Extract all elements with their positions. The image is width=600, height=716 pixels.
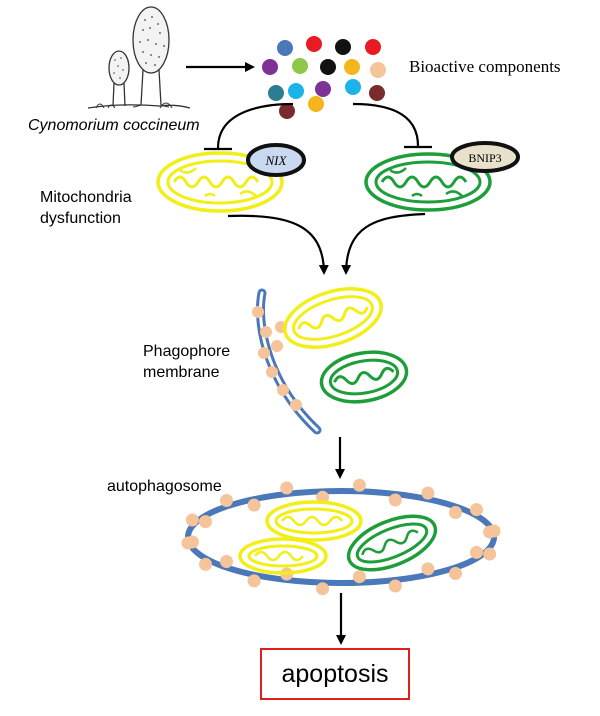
- bioactive-dot: [335, 39, 351, 55]
- bioactive-dot: [345, 79, 361, 95]
- membrane-bead: [260, 326, 272, 338]
- membrane-bead: [277, 384, 289, 396]
- phago-label-line2: membrane: [143, 364, 220, 381]
- membrane-bead: [199, 557, 212, 571]
- bioactive-dot: [279, 103, 295, 119]
- membrane-bead: [470, 503, 483, 517]
- yellow-mitochondrion-phagophore: [283, 287, 383, 349]
- apoptosis-box: apoptosis: [260, 648, 410, 700]
- bioactive-dot: [370, 62, 386, 78]
- phago-label-line1: Phagophore: [143, 343, 231, 360]
- bioactive-components-label: Bioactive components: [409, 57, 561, 76]
- membrane-bead: [470, 545, 483, 559]
- nix-label: NIX: [265, 153, 288, 168]
- yellow-mitochondrion-auto-1: [265, 500, 363, 542]
- membrane-bead: [258, 347, 270, 359]
- bioactive-dot: [292, 58, 308, 74]
- membrane-bead: [449, 506, 462, 519]
- bioactive-dot: [308, 96, 324, 112]
- membrane-bead: [421, 562, 435, 576]
- bnip3-label: BNIP3: [468, 151, 501, 165]
- membrane-bead: [181, 536, 195, 550]
- membrane-bead: [388, 579, 402, 593]
- inhibition-tee-icon: [204, 102, 432, 151]
- mito-label-line2: dysfunction: [40, 210, 121, 227]
- cynomorium-plant-icon: [87, 6, 191, 109]
- membrane-bead: [280, 481, 294, 495]
- yellow-mitochondrion-auto-2: [238, 537, 328, 575]
- apoptosis-label: apoptosis: [281, 659, 389, 688]
- bioactive-dot: [262, 59, 278, 75]
- membrane-bead: [220, 555, 233, 568]
- converging-arrows: [227, 212, 426, 275]
- phagophore-membrane-label: Phagophore membrane: [143, 341, 263, 383]
- membrane-bead: [220, 494, 233, 507]
- bioactive-dot: [369, 85, 385, 101]
- bioactive-components-dots: [262, 36, 386, 119]
- yellow-mitochondrion-top: [156, 151, 284, 213]
- membrane-bead: [247, 574, 261, 588]
- membrane-bead: [449, 567, 462, 580]
- membrane-bead: [199, 515, 212, 529]
- membrane-bead: [483, 525, 497, 539]
- membrane-bead: [352, 570, 366, 584]
- membrane-bead: [271, 340, 283, 352]
- autophagosome-label: autophagosome: [107, 478, 222, 495]
- membrane-bead: [316, 582, 330, 596]
- membrane-bead: [290, 399, 302, 411]
- green-mitochondrion-auto: [346, 514, 438, 572]
- bioactive-dot: [315, 81, 331, 97]
- plant-name-label: Cynomorium coccineum: [28, 117, 200, 134]
- bioactive-dot: [288, 83, 304, 99]
- membrane-bead: [421, 486, 435, 500]
- membrane-bead: [266, 366, 278, 378]
- bioactive-dot: [277, 40, 293, 56]
- mito-label-line1: Mitochondria: [40, 189, 132, 206]
- autophagosome: [181, 478, 501, 596]
- mitochondria-dysfunction-label: Mitochondria dysfunction: [40, 187, 170, 229]
- green-mitochondrion-phagophore: [319, 350, 409, 404]
- bnip3-receptor: [450, 141, 520, 173]
- membrane-bead: [483, 547, 497, 561]
- membrane-bead: [247, 498, 261, 512]
- membrane-bead: [352, 478, 366, 492]
- bioactive-dot: [306, 36, 322, 52]
- green-mitochondrion-top: [364, 152, 492, 212]
- bioactive-dot: [365, 39, 381, 55]
- nix-receptor: [246, 143, 306, 177]
- membrane-bead: [252, 306, 264, 318]
- bioactive-dot: [320, 59, 336, 75]
- bioactive-dot: [344, 59, 360, 75]
- bioactive-dot: [268, 85, 284, 101]
- membrane-bead: [388, 493, 402, 507]
- membrane-bead: [185, 513, 199, 527]
